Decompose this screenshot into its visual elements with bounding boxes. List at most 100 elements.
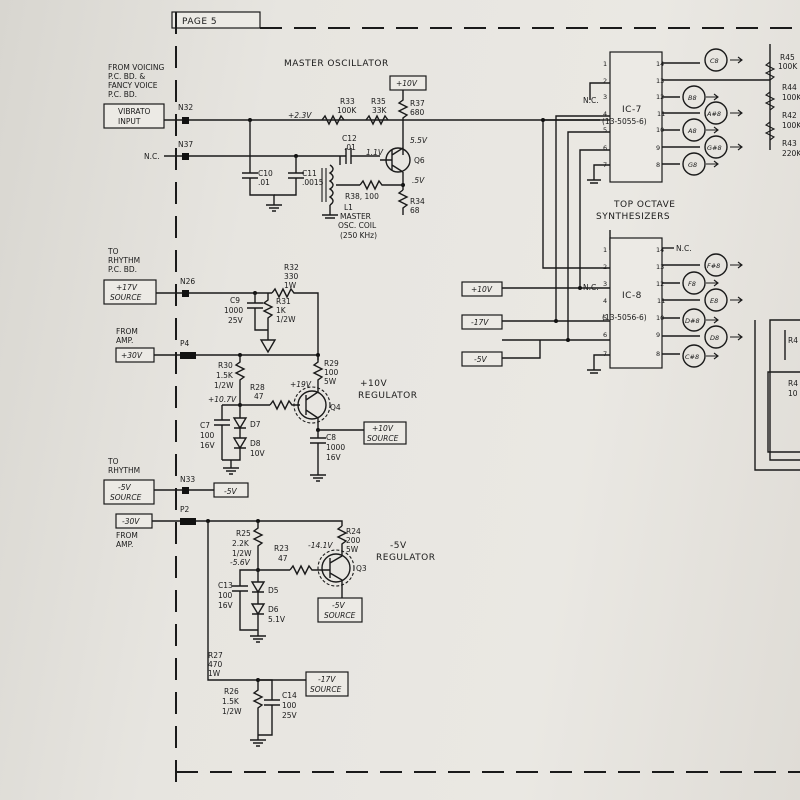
svg-text:13: 13 [656, 77, 664, 85]
page-label: PAGE 5 [182, 17, 217, 27]
from-amp-b-1: FROM [116, 531, 138, 540]
reg10-title-1: +10V [360, 379, 387, 389]
r28-resistor [269, 399, 300, 411]
r25-value: 2.2K [232, 539, 250, 548]
r37-label: R37 [410, 99, 425, 108]
reg5-title-1: -5V [390, 541, 407, 551]
node-n33 [182, 487, 189, 494]
ic7-b8-label: B8 [688, 94, 697, 102]
c14-capacitor [258, 679, 280, 736]
c7-voltage: 16V [200, 441, 216, 450]
r44-label: R44 [782, 83, 797, 92]
r29-label: R29 [324, 359, 339, 368]
r34-label: R34 [410, 197, 425, 206]
ic7-out-asharp7 [704, 101, 728, 125]
ic7-chip [609, 51, 663, 183]
ic8-out-csharp6 [682, 344, 706, 368]
r31-resistor [262, 293, 274, 335]
r31-label: R31 [276, 297, 291, 306]
svg-text:8: 8 [656, 161, 660, 169]
r33-resistor [321, 114, 345, 126]
r27-value: 470 [208, 660, 223, 669]
r26-power: 1/2W [222, 707, 242, 716]
c9-voltage: 25V [228, 316, 244, 325]
r38-label: R38, 100 [345, 192, 379, 201]
c8-voltage: 16V [326, 453, 342, 462]
ic7-asharp7-label: A#8 [706, 110, 721, 118]
d8-value: 10V [250, 449, 266, 458]
r25-resistor [252, 521, 264, 570]
c13-value: 100 [218, 591, 233, 600]
q6-label: Q6 [414, 156, 425, 165]
svg-text:11: 11 [657, 110, 665, 118]
svg-text:5: 5 [603, 126, 607, 134]
svg-text:6: 6 [603, 331, 607, 339]
c8-label: C8 [326, 433, 336, 442]
r26-label: R26 [224, 687, 239, 696]
minus17v-source-box [305, 671, 349, 697]
ic7-g7-label: G8 [688, 161, 697, 169]
plus17v-source-box [103, 279, 157, 305]
page-tab [171, 11, 261, 29]
c13-capacitor [232, 569, 258, 631]
to-rhythm-b-2: RHYTHM [108, 466, 140, 475]
svg-text:4: 4 [603, 110, 607, 118]
svg-text:10: 10 [656, 126, 664, 134]
c14-value: 100 [282, 701, 297, 710]
r24-power: 5W [346, 545, 359, 554]
ic8-part: (13-5056-6) [602, 313, 647, 322]
r30-power: 1/2W [214, 381, 234, 390]
from-voicing-label-1: FROM VOICING [108, 63, 164, 72]
r4x-partial-3: 10 [788, 389, 798, 398]
plus30v-label: +30V [121, 351, 143, 360]
c7-label: C7 [200, 421, 210, 430]
c9-capacitor [247, 293, 268, 331]
svg-text:11: 11 [657, 297, 665, 305]
l1-desc-2: OSC. COIL [338, 221, 377, 230]
ic7-out-gsharp7 [704, 135, 728, 159]
c14-label: C14 [282, 691, 297, 700]
node-p2 [180, 518, 196, 525]
svg-text:13: 13 [656, 263, 664, 271]
ic8-fsharp6-label: F#8 [707, 262, 720, 270]
ic8-csharp6-label: C#8 [685, 353, 699, 361]
vibrato-input-box [103, 103, 165, 129]
node-n37-label: N37 [178, 140, 193, 149]
minus17v-ic-box [461, 314, 503, 330]
ic7-c8-label: C8 [710, 57, 719, 65]
c9-value: 1000 [224, 306, 243, 315]
d5-label: D5 [268, 586, 279, 595]
r35-value: 33K [372, 106, 388, 115]
ic7-label: IC-7 [622, 105, 642, 115]
l1-desc-1: MASTER [340, 212, 371, 221]
svg-text:12: 12 [656, 280, 664, 288]
volt-neg-5-6: -5.6V [230, 558, 251, 567]
r43-value: 220K [782, 149, 800, 158]
from-amp-label-1: FROM [116, 327, 138, 336]
node-n26 [182, 290, 189, 297]
c8-value: 1000 [326, 443, 345, 452]
q4-label: Q4 [330, 403, 341, 412]
from-voicing-label-2: P.C. BD. & [108, 72, 145, 81]
from-voicing-label-3: FANCY VOICE [108, 81, 158, 90]
r26-resistor [207, 521, 264, 735]
ic8-dsharp6-label: D#8 [685, 317, 700, 325]
tos-title-2: SYNTHESIZERS [596, 212, 670, 222]
r27-label: R27 [208, 651, 223, 660]
r35-resistor [365, 114, 389, 126]
nc-label-n37: N.C. [144, 152, 160, 161]
ic7-a7-label: A8 [687, 127, 697, 135]
ic7-part: (13-5055-6) [602, 117, 647, 126]
plus17v-label: +17V [116, 283, 138, 292]
master-osc-title: MASTER OSCILLATOR [284, 59, 389, 69]
r29-power: 5W [324, 377, 337, 386]
svg-text:14: 14 [656, 60, 664, 68]
from-amp-b-2: AMP. [116, 540, 133, 549]
r30-resistor [234, 355, 246, 405]
r33-value: 100K [337, 106, 357, 115]
node-n32 [182, 117, 189, 124]
svg-text:7: 7 [603, 350, 607, 358]
r26-value: 1.5K [222, 697, 240, 706]
d7-d8-diodes [222, 405, 248, 468]
